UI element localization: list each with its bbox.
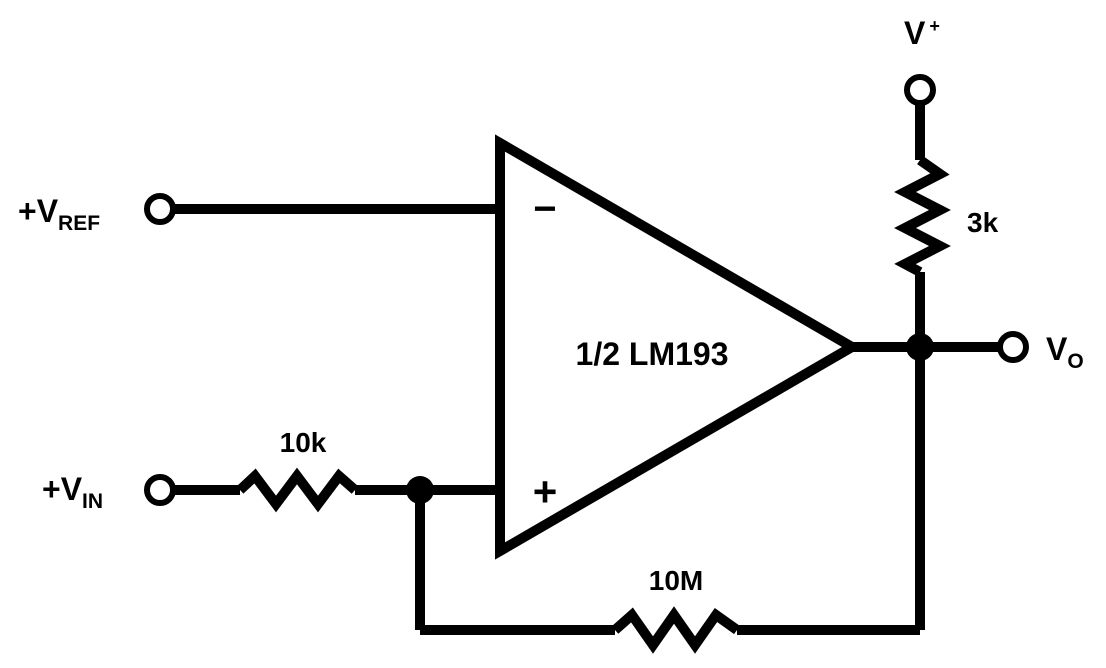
vin-prefix: +V	[42, 471, 83, 507]
vref-terminal[interactable]	[144, 193, 176, 225]
vref-prefix: +V	[18, 193, 59, 229]
input-resistor-label: 10k	[280, 427, 327, 458]
feedback-resistor-label: 10M	[649, 565, 703, 596]
vref-label: +VREF	[18, 193, 100, 235]
feedback-resistor-10m	[611, 606, 740, 654]
vplus-terminal[interactable]	[904, 74, 936, 106]
comparator-triangle	[495, 134, 862, 560]
vout-main: V	[1046, 331, 1068, 367]
vplus-label: V+	[904, 15, 940, 51]
output-junction-dot	[906, 333, 934, 361]
opamp-label: 1/2 LM193	[576, 336, 729, 372]
input-resistor-10k	[236, 467, 359, 513]
inverting-input-symbol: −	[533, 187, 556, 231]
noninverting-input-symbol: +	[533, 468, 558, 515]
vplus-sup: +	[929, 16, 940, 36]
vin-label: +VIN	[42, 471, 103, 513]
vplus-main: V	[904, 15, 926, 51]
vout-sub: O	[1067, 350, 1083, 373]
vout-terminal[interactable]	[997, 331, 1029, 363]
pullup-resistor-3k	[894, 155, 951, 277]
vin-terminal[interactable]	[144, 474, 176, 506]
pullup-resistor-label: 3k	[967, 207, 999, 238]
vin-sub: IN	[82, 490, 103, 513]
vref-sub: REF	[58, 212, 100, 235]
input-junction-dot	[406, 476, 434, 504]
vout-label: VO	[1046, 331, 1084, 373]
